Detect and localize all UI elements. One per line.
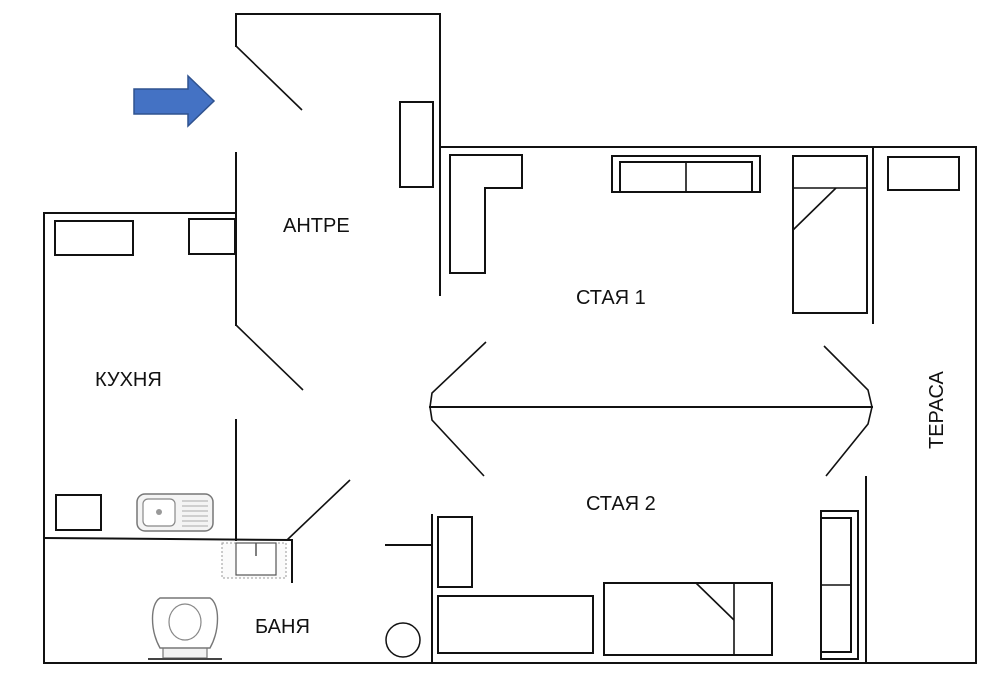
terrace-table: [887, 156, 960, 191]
shower-drain-icon: [385, 622, 421, 658]
bathroom-fixtures: [148, 542, 421, 660]
label-kuhnya: КУХНЯ: [95, 369, 162, 391]
label-staya1: СТАЯ 1: [576, 287, 646, 309]
wall-kitchen-bath: [42, 536, 294, 542]
kitchen-furniture: [54, 218, 236, 532]
room2-furniture: [437, 510, 859, 660]
label-terasa: ТЕРАСА: [926, 371, 948, 449]
room2-desk: [437, 595, 594, 654]
bed-room2: [603, 582, 773, 656]
door-left-double: [429, 341, 487, 477]
kitchen-cabinet: [188, 218, 236, 255]
wall-kitchen-outer: [43, 212, 237, 664]
kitchen-sink-icon: [136, 493, 214, 532]
wall-hall-outer: [235, 13, 441, 296]
doors: [235, 45, 873, 541]
door-bathroom: [286, 479, 351, 541]
toilet-icon: [148, 597, 222, 660]
washbasin-icon: [221, 542, 287, 579]
room2-nightstand: [437, 516, 473, 588]
arrow-right-icon: [133, 74, 216, 128]
hall-cabinet: [399, 101, 434, 188]
door-kitchen: [235, 324, 304, 391]
door-right-double: [823, 345, 873, 477]
label-staya2: СТАЯ 2: [586, 493, 656, 515]
label-banya: БАНЯ: [255, 616, 310, 638]
sofa-room2: [820, 510, 859, 660]
kitchen-counter: [54, 220, 134, 256]
walls: [42, 13, 977, 664]
sofa-room1: [611, 155, 761, 193]
room1-furniture: [449, 154, 868, 314]
label-antre: АНТРЕ: [283, 215, 350, 237]
kitchen-stove: [55, 494, 102, 531]
bed-room1: [792, 155, 868, 314]
corner-desk: [449, 154, 523, 274]
door-entrance: [235, 45, 303, 111]
